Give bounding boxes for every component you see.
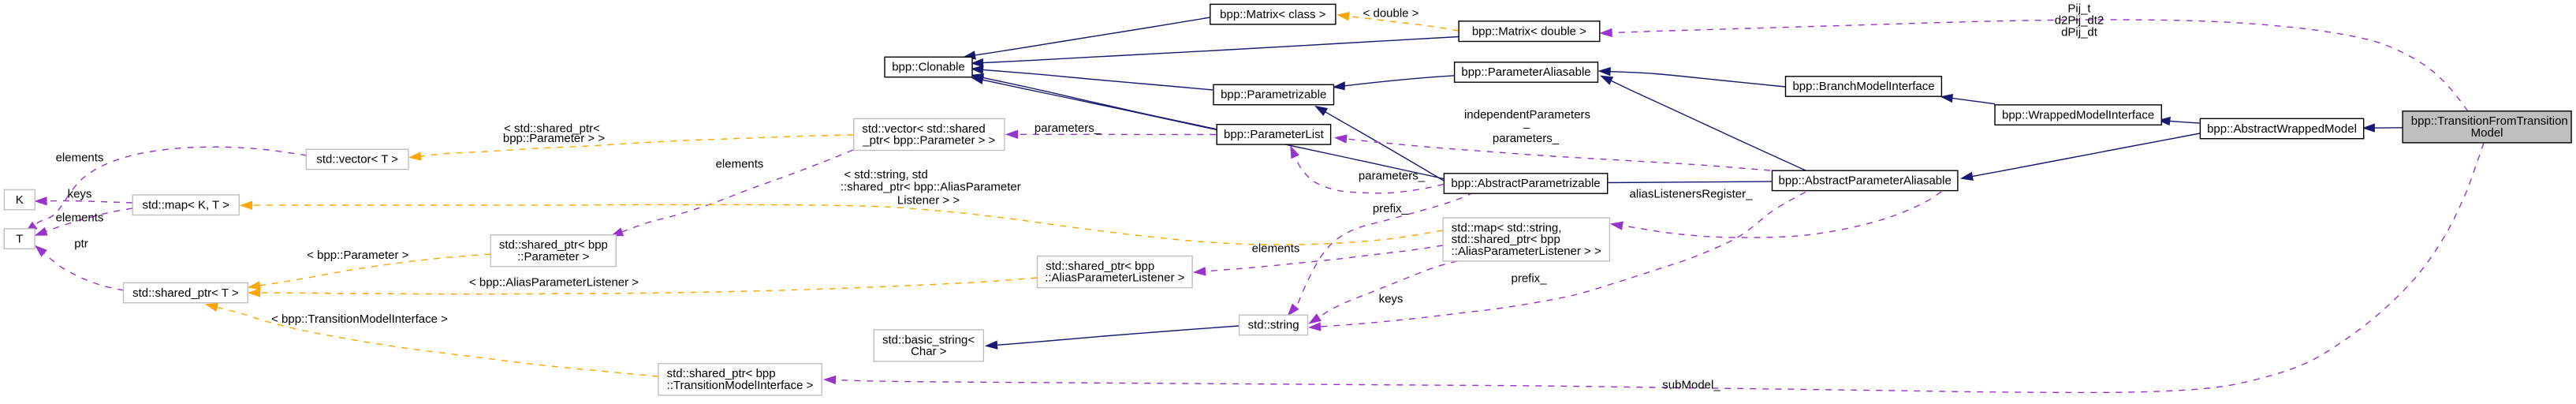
svg-text:< std::string, std: < std::string, std [844,168,928,181]
svg-text:dPij_dt: dPij_dt [2061,26,2098,39]
svg-text:keys: keys [68,188,92,201]
svg-text:K: K [16,193,24,207]
svg-text:bpp::TransitionFromTransition: bpp::TransitionFromTransition [2411,114,2568,128]
svg-text:elements: elements [56,211,104,225]
svg-text:bpp::Matrix< double >: bpp::Matrix< double > [1472,24,1586,38]
svg-text:bpp::Matrix< class >: bpp::Matrix< class > [1220,8,1325,21]
svg-text:bpp::Clonable: bpp::Clonable [892,61,965,74]
svg-text:Model: Model [2471,126,2503,140]
svg-text:bpp::WrappedModelInterface: bpp::WrappedModelInterface [2002,108,2154,122]
svg-text:bpp::ParameterAliasable: bpp::ParameterAliasable [1461,65,1590,79]
svg-text:::shared_ptr< bpp::AliasParame: ::shared_ptr< bpp::AliasParameter [841,181,1021,194]
svg-text:_ptr< bpp::Parameter > >: _ptr< bpp::Parameter > > [862,134,995,148]
svg-text:parameters_: parameters_ [1359,170,1426,183]
svg-text:< bpp::AliasParameterListener: < bpp::AliasParameterListener > [469,276,639,290]
svg-text:std::shared_ptr< bpp: std::shared_ptr< bpp [1046,260,1154,273]
svg-text:bpp::AbstractParameterAliasabl: bpp::AbstractParameterAliasable [1779,174,1952,188]
svg-text:aliasListenersRegister_: aliasListenersRegister_ [1630,188,1754,201]
svg-text:< double >: < double > [1363,7,1419,21]
svg-text:parameters_: parameters_ [1035,122,1102,135]
svg-text:subModel_: subModel_ [1662,379,1720,392]
svg-text:d2Pij_dt2: d2Pij_dt2 [2055,14,2104,28]
svg-text:std::map< std::string,: std::map< std::string, [1452,222,1562,235]
svg-text:Pij_t: Pij_t [2067,2,2091,16]
svg-text:std::shared_ptr< T >: std::shared_ptr< T > [132,286,239,300]
svg-text:T: T [16,232,23,245]
svg-text:parameters_: parameters_ [1493,132,1560,145]
svg-text:bpp::ParameterList: bpp::ParameterList [1224,128,1325,141]
svg-text:< bpp::TransitionModelInterfac: < bpp::TransitionModelInterface > [271,312,448,326]
svg-text:std::string: std::string [1248,319,1299,332]
svg-text:bpp::AbstractWrappedModel: bpp::AbstractWrappedModel [2207,122,2357,136]
svg-text:::AliasParameterListener > >: ::AliasParameterListener > > [1452,245,1601,258]
svg-text:::Parameter >: ::Parameter > [517,250,590,264]
svg-text:std::vector< T >: std::vector< T > [316,153,398,166]
svg-text:elements: elements [1252,242,1300,256]
svg-text:Char >: Char > [911,345,947,358]
svg-text:prefix_: prefix_ [1511,272,1547,286]
svg-text:::AliasParameterListener >: ::AliasParameterListener > [1045,271,1184,285]
svg-text:prefix_: prefix_ [1373,202,1409,215]
svg-text:std::shared_ptr< bpp: std::shared_ptr< bpp [499,238,608,252]
svg-text:keys: keys [1379,293,1404,306]
svg-text:std::vector< std::shared: std::vector< std::shared [862,122,985,136]
svg-text:::TransitionModelInterface >: ::TransitionModelInterface > [667,379,814,392]
svg-text:std::basic_string<: std::basic_string< [882,333,975,346]
svg-text:elements: elements [56,152,104,165]
svg-text:std::shared_ptr< bpp: std::shared_ptr< bpp [667,367,776,380]
svg-text:bpp::Parameter > >: bpp::Parameter > > [503,132,605,145]
svg-text:bpp::AbstractParametrizable: bpp::AbstractParametrizable [1451,177,1600,190]
svg-text:std::map< K, T >: std::map< K, T > [143,198,230,211]
svg-text:std::shared_ptr< bpp: std::shared_ptr< bpp [1452,233,1560,246]
svg-text:bpp::Parametrizable: bpp::Parametrizable [1221,88,1326,102]
svg-text:ptr: ptr [74,238,88,251]
svg-text:_: _ [1523,116,1530,129]
svg-text:bpp::BranchModelInterface: bpp::BranchModelInterface [1792,80,1934,93]
svg-text:independentParameters: independentParameters [1464,108,1590,122]
svg-text:elements: elements [716,158,764,171]
svg-text:Listener > >: Listener > > [897,193,960,207]
svg-text:< std::shared_ptr<: < std::shared_ptr< [504,122,600,136]
svg-text:< bpp::Parameter >: < bpp::Parameter > [307,249,408,262]
